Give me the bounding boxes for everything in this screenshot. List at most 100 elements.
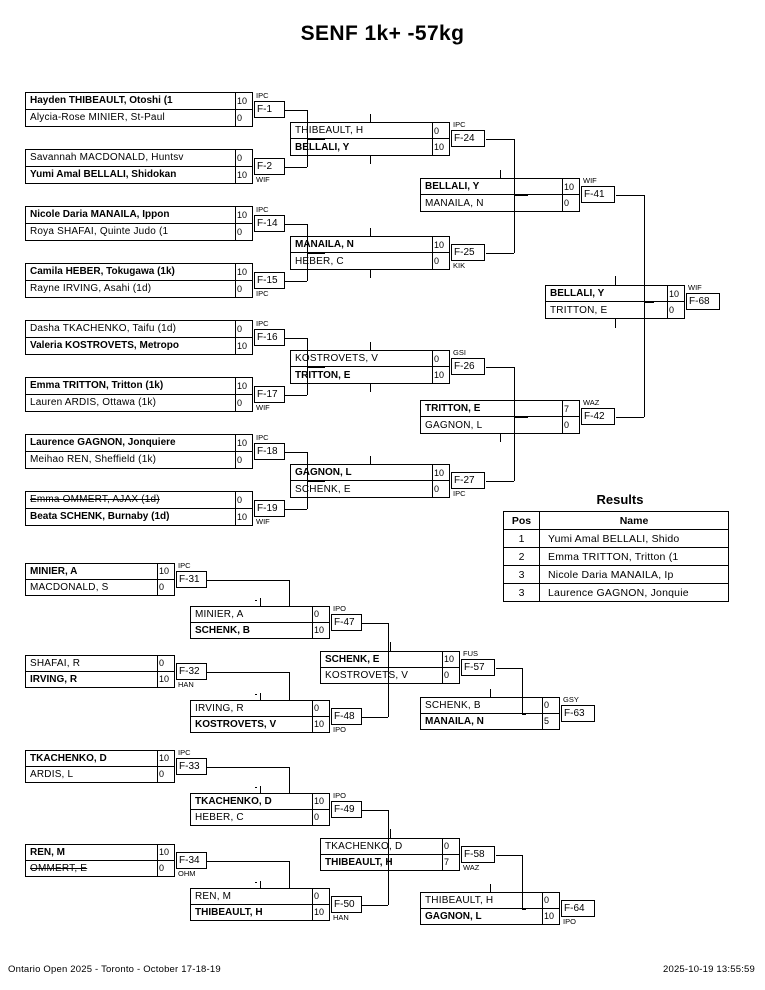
connector-line xyxy=(289,671,291,700)
match-id-tag[interactable]: F-57 xyxy=(461,658,495,676)
competitor-name: THIBEAULT, H xyxy=(425,894,494,906)
connector-line xyxy=(307,481,325,483)
match-id-tag[interactable]: F-19 xyxy=(254,499,285,517)
connector-line xyxy=(307,223,309,281)
match-result-code: IPC xyxy=(256,288,269,298)
match-id-tag[interactable]: F-25 xyxy=(451,244,485,261)
competitor-name: MINIER, A xyxy=(195,608,244,620)
match-id-tag[interactable]: F-16 xyxy=(254,328,285,346)
match-id-tag[interactable]: F-14 xyxy=(254,214,285,232)
connector-line xyxy=(390,642,392,651)
results-row-pos: 3 xyxy=(503,583,540,602)
connector-line xyxy=(644,302,654,304)
bout-score: 10 xyxy=(562,179,579,194)
connector-line xyxy=(307,337,309,395)
match-id-tag[interactable]: F-41 xyxy=(581,186,615,203)
match-result-code: IPC xyxy=(256,204,269,214)
connector-line xyxy=(307,451,309,509)
competitor-name: TRITTON, E xyxy=(295,369,351,381)
match-id-tag[interactable]: F-64 xyxy=(561,899,595,917)
competitor-name: MANAILA, N xyxy=(425,715,484,727)
match-id-tag[interactable]: F-34 xyxy=(176,851,207,869)
match-id-tag[interactable]: F-63 xyxy=(561,704,595,722)
connector-line xyxy=(307,367,325,369)
competitor-name: KOSTROVETS, V xyxy=(325,669,409,681)
match-result-code: WAZ xyxy=(583,398,600,407)
bout-score: 0 xyxy=(562,417,579,433)
competitor-name: Camila HEBER, Tokugawa (1k) xyxy=(30,266,175,278)
match-id-tag[interactable]: F-1 xyxy=(254,100,285,118)
connector-line xyxy=(514,367,516,481)
match-id-tag[interactable]: F-2 xyxy=(254,157,285,175)
match-id-tag[interactable]: F-68 xyxy=(686,293,720,310)
match-id-tag[interactable]: F-58 xyxy=(461,845,495,863)
match-id-tag[interactable]: F-31 xyxy=(176,570,207,588)
match-id-tag[interactable]: F-26 xyxy=(451,358,485,375)
match-id-tag[interactable]: F-33 xyxy=(176,757,207,775)
match-id-tag[interactable]: F-17 xyxy=(254,385,285,403)
connector-line xyxy=(486,481,514,483)
competitor-name: TKACHENKO, D xyxy=(325,840,403,852)
match-id-tag[interactable]: F-32 xyxy=(176,662,207,680)
competitor-name: Emma OMMERT, AJAX (1d) xyxy=(30,494,160,506)
match-id-tag[interactable]: F-18 xyxy=(254,442,285,460)
match-result-code: IPC xyxy=(256,432,269,442)
competitor-name: GAGNON, L xyxy=(425,419,483,431)
bout-score: 10 xyxy=(235,264,252,280)
connector-line xyxy=(370,342,372,350)
bout-score: 10 xyxy=(235,207,252,223)
bout-score: 10 xyxy=(432,139,449,155)
match-id-tag[interactable]: F-49 xyxy=(331,800,362,818)
results-header-row: Pos Name xyxy=(503,511,729,530)
match-id-tag[interactable]: F-50 xyxy=(331,895,362,913)
connector-line xyxy=(255,694,257,696)
match-id-tag[interactable]: F-15 xyxy=(254,271,285,289)
match-id-tag[interactable]: F-48 xyxy=(331,707,362,725)
bout-row-top: Emma OMMERT, AJAX (1d)0 xyxy=(26,492,252,509)
bout-score: 0 xyxy=(235,109,252,126)
bout-row-bottom: Lauren ARDIS, Ottawa (1k)0 xyxy=(26,394,252,411)
match-result-code: IPC xyxy=(178,560,191,570)
connector-line xyxy=(522,908,526,910)
connector-line xyxy=(362,716,388,718)
connector-line xyxy=(370,156,372,164)
match-id-tag[interactable]: F-42 xyxy=(581,408,615,425)
match-id-tag[interactable]: F-47 xyxy=(331,613,362,631)
match-id-tag[interactable]: F-27 xyxy=(451,472,485,489)
match-id-tag[interactable]: F-24 xyxy=(451,130,485,147)
